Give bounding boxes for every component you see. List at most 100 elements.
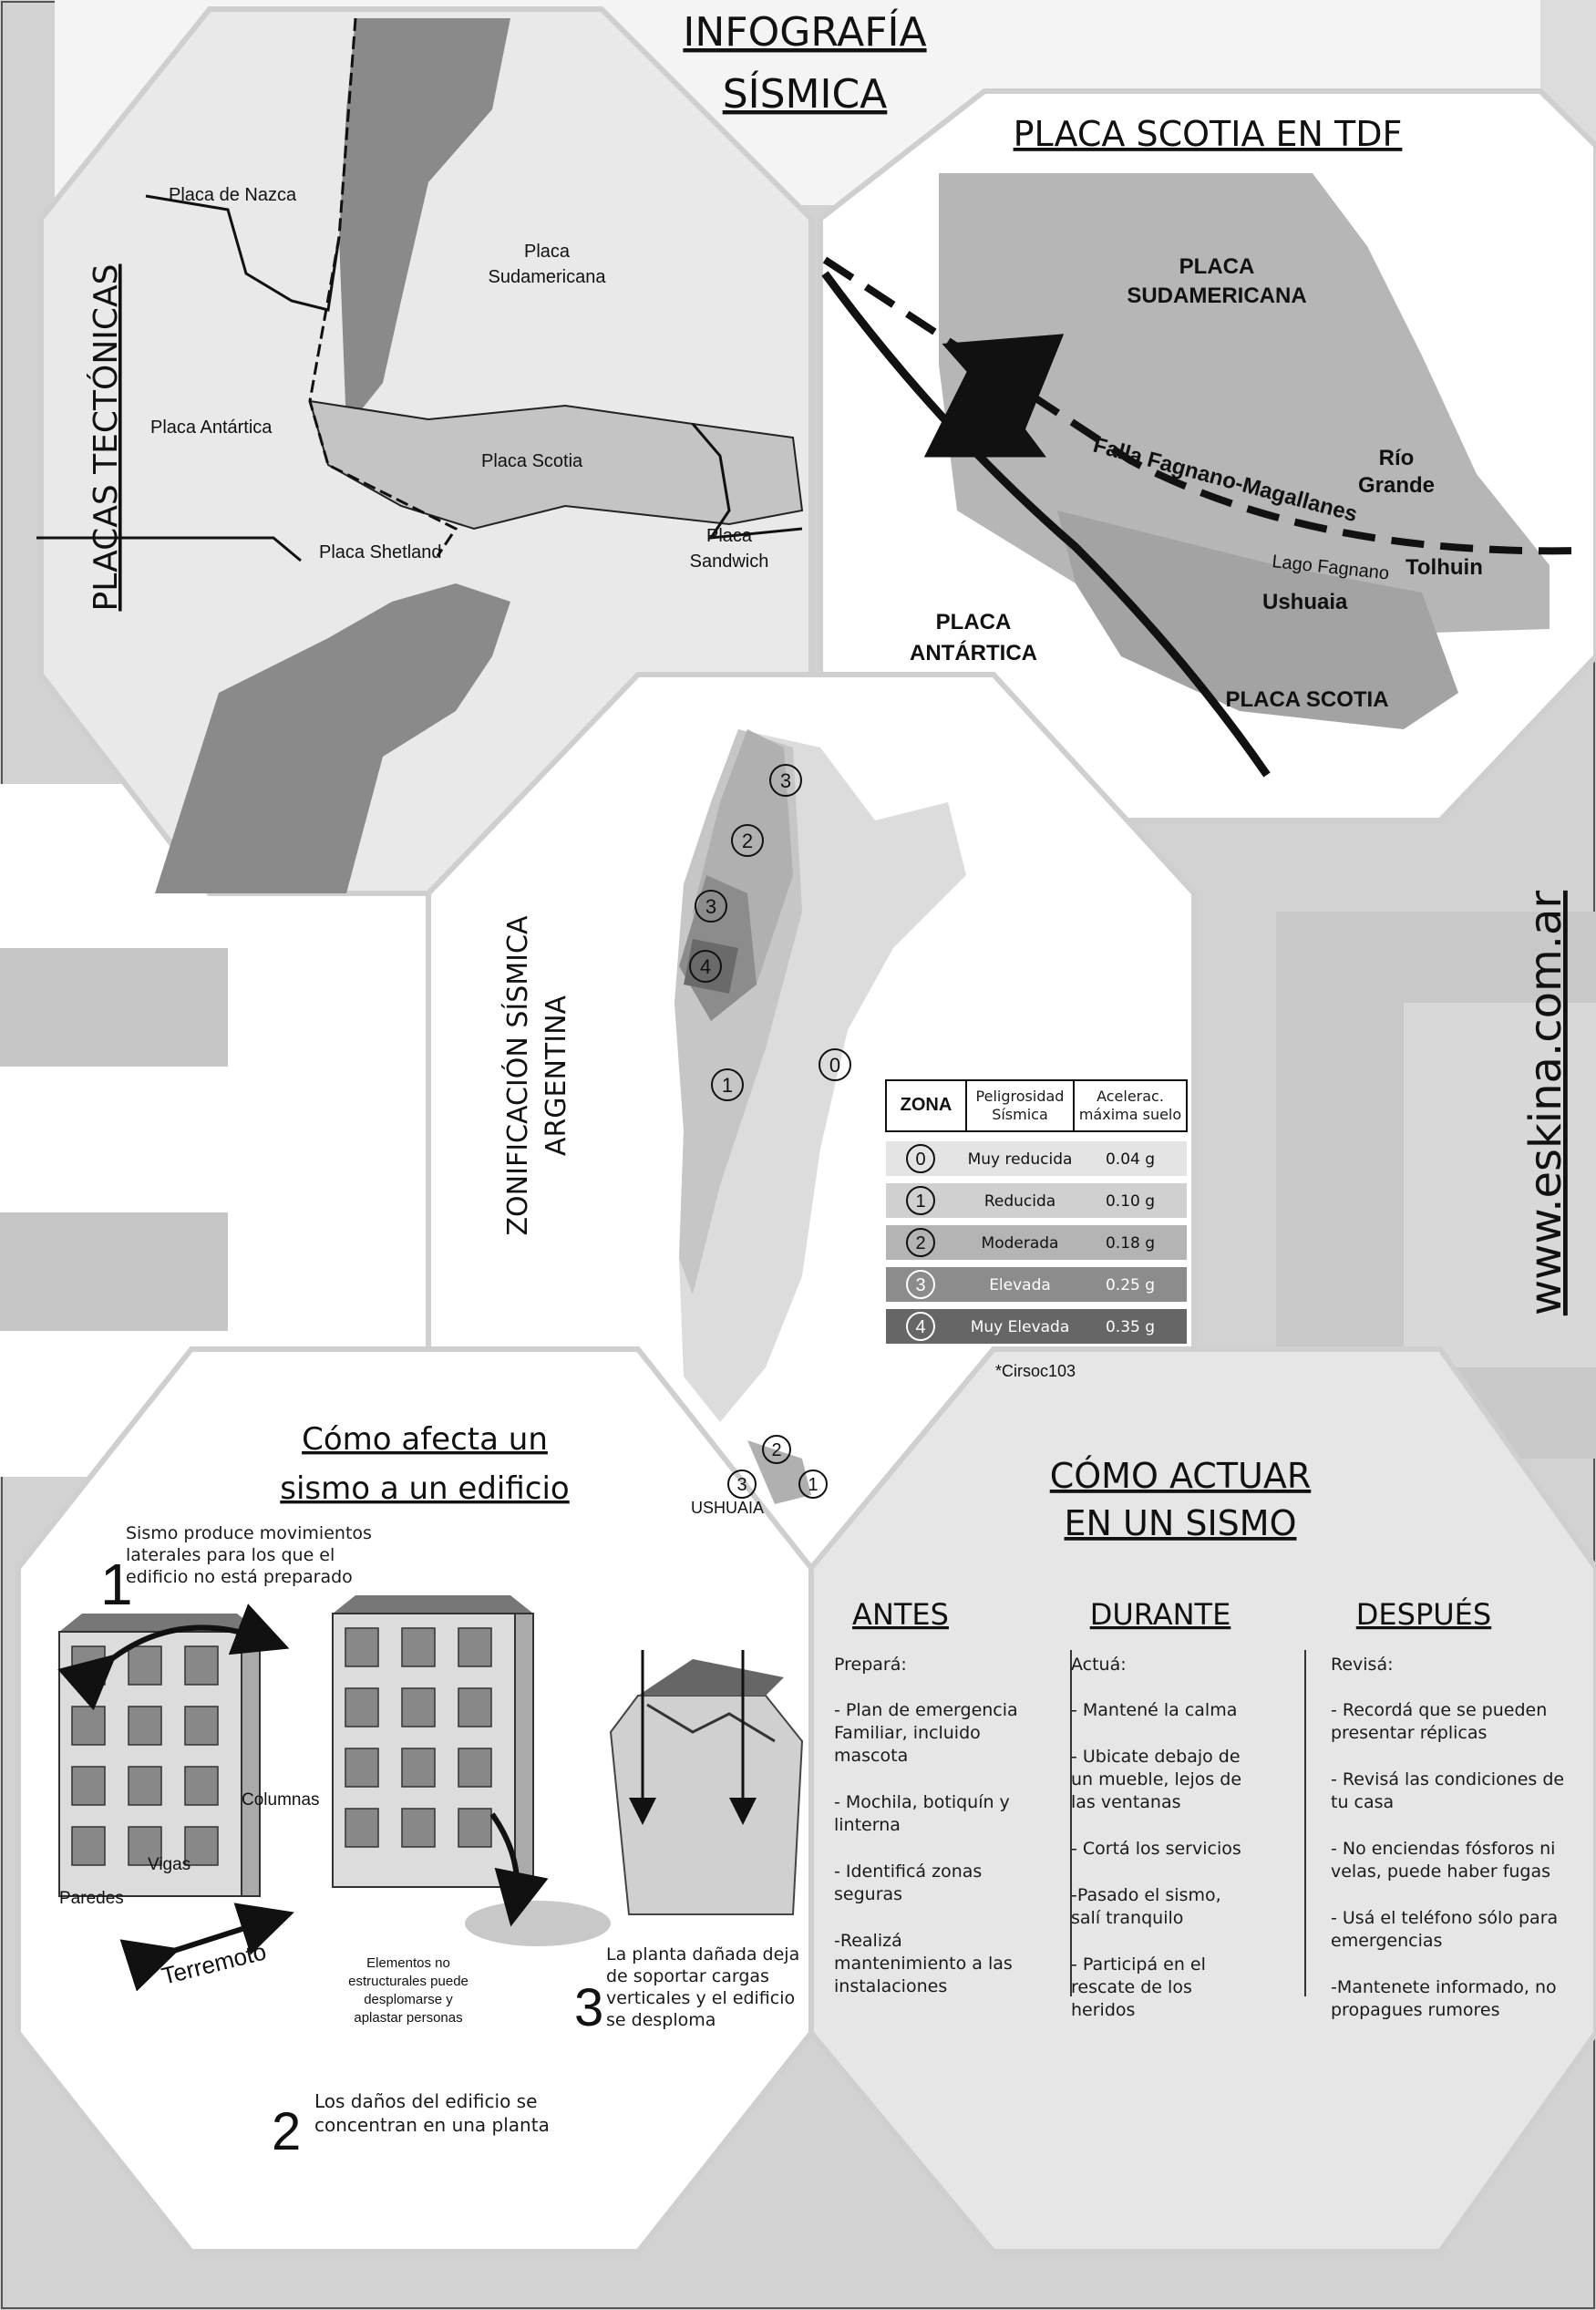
antarctic-boundary [36, 536, 302, 562]
zone-row-hazard: Muy reducida [968, 1150, 1073, 1169]
actuar-item-line: -Realizá [834, 1931, 902, 1951]
zone-row-hazard: Moderada [982, 1234, 1059, 1253]
building-title-1: Cómo afecta un [302, 1421, 548, 1458]
zone-row: 3 Elevada 0.25 g [886, 1267, 1187, 1302]
zone-row-number: 1 [915, 1191, 925, 1212]
zone-row-accel: 0.18 g [1106, 1234, 1155, 1253]
tdf-map: PLACA SUDAMERICANA Falla Fagnano-Magalla… [821, 173, 1582, 778]
zone-row-number: 4 [915, 1317, 925, 1337]
zoning-side-title-2: ARGENTINA [541, 995, 572, 1156]
window [184, 1766, 219, 1806]
tdf-label-sudamericana-2: SUDAMERICANA [1127, 284, 1306, 308]
zone-marker-3: 3 [705, 895, 716, 918]
south-america-landmass [339, 18, 510, 428]
tdf-title: PLACA SCOTIA EN TDF [1014, 114, 1403, 154]
actuar-item-line: tu casa [1331, 1792, 1394, 1812]
actuar-column-lead: Actuá: [1071, 1655, 1127, 1675]
actuar-item-line: - Ubicate debajo de [1071, 1747, 1241, 1767]
tdf-label-tolhuin: Tolhuin [1406, 555, 1483, 580]
window [458, 1687, 492, 1727]
actuar-item-line: presentar réplicas [1331, 1723, 1487, 1743]
elementos-text-1: Elementos no [366, 1955, 450, 1971]
actuar-item-line: - Revisá las condiciones de [1331, 1769, 1564, 1789]
actuar-item-line: heridos [1071, 2000, 1135, 2020]
actuar-column-heading: ANTES [852, 1597, 949, 1632]
step2-number: 2 [272, 2102, 301, 2161]
actuar-item-line: seguras [834, 1884, 902, 1904]
zone-row-hazard: Muy Elevada [971, 1318, 1070, 1336]
window [458, 1748, 492, 1788]
window [458, 1627, 492, 1667]
table-footnote: *Cirsoc103 [995, 1362, 1076, 1380]
step1-number: 1 [100, 1552, 133, 1617]
window [345, 1748, 379, 1788]
label-antartica: Placa Antártica [150, 418, 273, 438]
actuar-item-line: - Cortá los servicios [1071, 1839, 1241, 1859]
building-illustrations [57, 1595, 804, 1992]
label-vigas: Vigas [148, 1855, 190, 1874]
actuar-item-line: propagues rumores [1331, 2000, 1499, 2020]
table-header-acel-1: Acelerac. [1097, 1088, 1164, 1105]
tdf-label-sudamericana-1: PLACA [1179, 254, 1255, 279]
step3-text-4: se desploma [606, 2010, 716, 2030]
label-columnas: Columnas [242, 1790, 320, 1810]
step3-text-2: de soportar cargas [606, 1966, 769, 1986]
plates-side-title: PLACAS TECTÓNICAS [87, 263, 125, 611]
building-3 [609, 1650, 804, 1915]
table-header-acel-2: máxima suelo [1079, 1106, 1181, 1123]
arrow-south [923, 359, 1046, 458]
actuar-column-lead: Prepará: [834, 1655, 907, 1675]
actuar-item-line: salí tranquilo [1071, 1908, 1183, 1928]
window [184, 1826, 219, 1866]
zone-row-accel: 0.10 g [1106, 1192, 1155, 1211]
tdf-label-scotia: PLACA SCOTIA [1225, 687, 1388, 712]
falla-fagnano-line [822, 256, 1582, 555]
ushuaia-label: USHUAIA [691, 1499, 764, 1517]
zone-marker-5: 1 [722, 1074, 733, 1097]
zone-marker-9: 1 [808, 1475, 818, 1495]
zone-row-hazard: Elevada [989, 1276, 1051, 1294]
zone-row-accel: 0.35 g [1106, 1318, 1155, 1336]
window [128, 1766, 162, 1806]
actuar-item-line: -Mantenete informado, no [1331, 1977, 1557, 1997]
actuar-item-line: emergencias [1331, 1931, 1442, 1951]
actuar-item-line: - Mochila, botiquín y [834, 1792, 1010, 1812]
scotia-plate-area [308, 399, 804, 531]
zone-marker-6: 0 [829, 1054, 840, 1077]
plates-map: Placa de Nazca Placa Sudamericana Placa … [36, 17, 804, 893]
actuar-title-2: EN UN SISMO [1065, 1503, 1297, 1543]
window [71, 1826, 106, 1866]
actuar-item-line: - Recordá que se pueden [1331, 1700, 1547, 1720]
window [345, 1687, 379, 1727]
antarctic-peninsula [155, 583, 510, 893]
actuar-item-line: un mueble, lejos de [1071, 1769, 1241, 1789]
step3-number: 3 [574, 1978, 603, 2037]
actuar-item-line: -Pasado el sismo, [1071, 1885, 1221, 1905]
label-sandwich-2: Sandwich [690, 552, 769, 572]
window [401, 1627, 436, 1667]
title-line-1: INFOGRAFÍA [683, 7, 926, 56]
actuar-title-1: CÓMO ACTUAR [1050, 1456, 1312, 1496]
elementos-text-3: desplomarse y [364, 1992, 453, 2007]
window [128, 1826, 162, 1866]
actuar-item-line: - Identificá zonas [834, 1861, 982, 1882]
zone-row-accel: 0.25 g [1106, 1276, 1155, 1294]
building-1 [58, 1614, 261, 1897]
window [128, 1645, 162, 1686]
label-scotia: Placa Scotia [481, 451, 583, 471]
southern-islands [1057, 510, 1458, 729]
label-sandwich-1: Placa [706, 526, 753, 546]
zone-markers: 3 2 3 4 1 0 2 3 1 USHUAIA [689, 764, 851, 1517]
label-nazca: Placa de Nazca [169, 185, 297, 205]
zone-row-number: 3 [915, 1275, 925, 1295]
elementos-text-2: estructurales puede [348, 1974, 469, 1989]
tdf-label-antartica-1: PLACA [936, 610, 1012, 634]
zone-row-number: 2 [915, 1233, 925, 1253]
hex-actuar [808, 1346, 1596, 2254]
building-title-2: sismo a un edificio [280, 1470, 569, 1507]
